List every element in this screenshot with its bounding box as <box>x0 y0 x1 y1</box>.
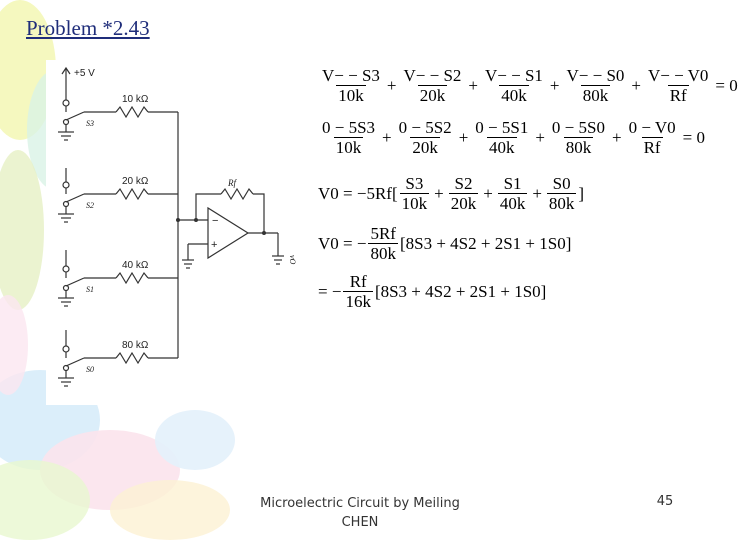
fraction-denominator: 20k <box>417 85 448 105</box>
fraction-denominator: 10k <box>333 137 364 157</box>
fraction-denominator: Rf <box>667 85 689 105</box>
fraction-numerator: V− − S0 <box>566 66 625 85</box>
fraction-numerator: 0 − V0 <box>628 118 676 137</box>
resistor-label-40k: 40 kΩ <box>122 260 149 271</box>
plus-sign: + <box>483 183 493 203</box>
switch-label-s2: S2 <box>86 201 94 210</box>
plus-sign: + <box>532 183 542 203</box>
equation-rhs: = 0 <box>682 127 705 147</box>
fraction-denominator: 80k <box>563 137 594 157</box>
resistor-label-80k: 80 kΩ <box>122 340 149 351</box>
footer-text: Microelectric Circuit by Meiling CHEN <box>260 496 460 530</box>
fraction-denominator: 20k <box>410 137 440 157</box>
fraction-numerator: 0 − 5S2 <box>398 118 452 137</box>
plus-sign: + <box>468 75 478 95</box>
fraction-numerator: 0 − 5S3 <box>322 118 376 137</box>
fraction-denominator: 80k <box>580 85 611 105</box>
fraction-numerator: 0 − 5S1 <box>475 118 529 137</box>
fraction-denominator: 20k <box>448 193 479 213</box>
plus-sign: + <box>386 75 397 95</box>
fraction-numerator: 0 − 5S0 <box>551 118 605 137</box>
plus-sign: + <box>535 127 545 147</box>
plus-sign: + <box>382 127 392 147</box>
resistor-label-10k: 10 kΩ <box>122 94 149 105</box>
switch-label-s1: S1 <box>86 285 94 294</box>
resistor-label-20k: 20 kΩ <box>122 176 149 187</box>
fraction-denominator: 40k <box>487 137 517 157</box>
fraction-denominator: 10k <box>399 193 430 213</box>
fraction-numerator: 5Rf <box>370 224 396 243</box>
fraction-denominator: 40k <box>497 193 528 213</box>
supply-label: +5 V <box>74 68 95 79</box>
output-label: vO <box>288 255 297 265</box>
plus-sign: + <box>549 75 560 95</box>
equation-rhs: [8S3 + 4S2 + 2S1 + 1S0] <box>374 281 547 301</box>
plus-sign: + <box>611 127 622 147</box>
fraction-numerator: S0 <box>552 174 571 193</box>
fraction-numerator: S1 <box>503 174 522 193</box>
equation-rhs: [8S3 + 4S2 + 2S1 + 1S0] <box>399 233 572 253</box>
opamp-minus-sign: − <box>212 215 218 227</box>
plus-sign: + <box>631 75 641 95</box>
fraction-denominator: 10k <box>336 85 366 105</box>
equation-lhs: V0 = − <box>318 233 367 253</box>
switch-label-s3: S3 <box>86 119 94 128</box>
fraction-denominator: 80k <box>368 243 398 263</box>
equation-rhs: ] <box>578 183 585 203</box>
fraction-numerator: V− − S2 <box>403 66 462 85</box>
fraction-numerator: Rf <box>349 272 367 291</box>
plus-sign: + <box>434 183 444 203</box>
fraction-numerator: S2 <box>454 174 473 193</box>
plus-sign: + <box>458 127 469 147</box>
fraction-denominator: 16k <box>343 291 373 311</box>
dac-circuit-diagram: +5 V 10 kΩ 20 kΩ 40 kΩ 80 kΩ S3 S2 S1 S0… <box>58 66 297 387</box>
equation-lhs: V0 = −5Rf[ <box>318 183 398 203</box>
equation-lhs: = − <box>318 281 342 301</box>
opamp-plus-sign: + <box>211 239 217 251</box>
slide-title: Problem *2.43 <box>26 16 150 40</box>
fraction-denominator: Rf <box>641 137 663 157</box>
feedback-resistor-label: Rf <box>227 178 237 188</box>
equation-rhs: = 0 <box>715 75 738 95</box>
fraction-denominator: 80k <box>546 193 577 213</box>
fraction-numerator: V− − S3 <box>322 66 380 85</box>
switch-label-s0: S0 <box>86 365 94 374</box>
fraction-denominator: 40k <box>499 85 529 105</box>
page-number: 45 <box>656 494 674 509</box>
fraction-numerator: S3 <box>405 174 424 193</box>
fraction-numerator: V− − V0 <box>648 66 709 85</box>
decorative-background <box>0 0 235 540</box>
fraction-numerator: V− − S1 <box>485 66 543 85</box>
